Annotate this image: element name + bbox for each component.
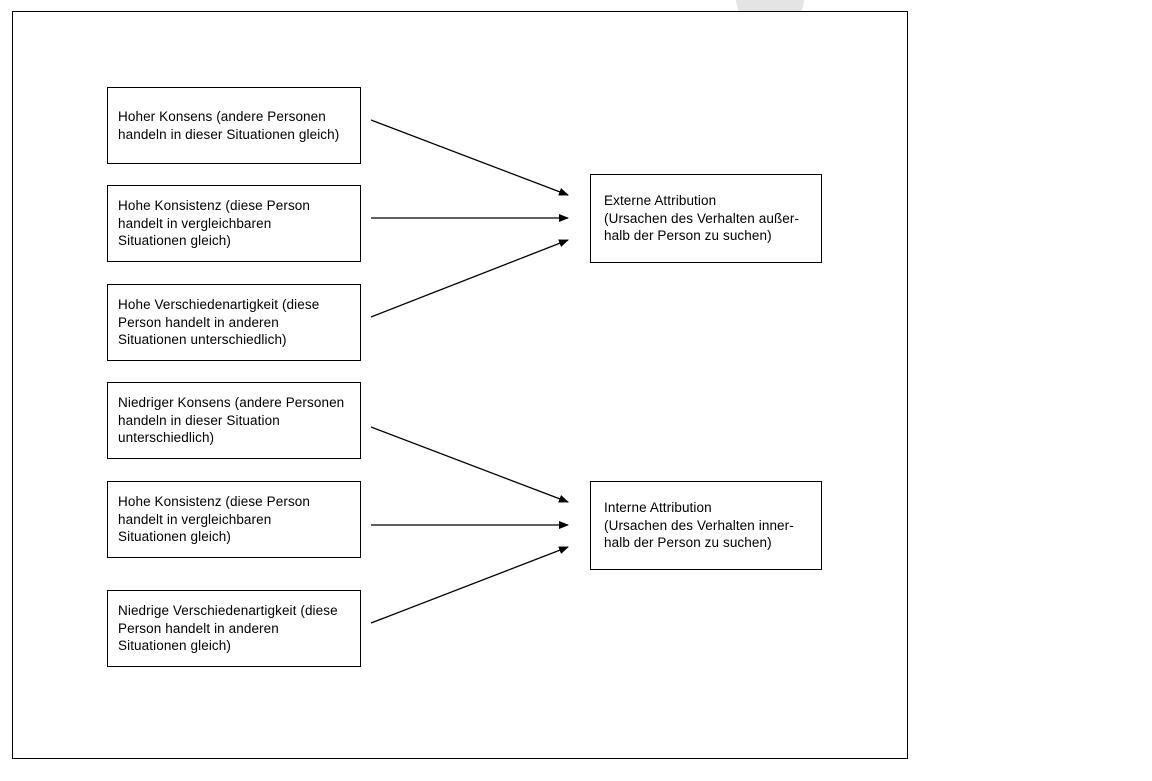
cause-text-low-distinctiveness: Niedrige Verschiedenartigkeit (diese Per… bbox=[118, 603, 338, 654]
cause-text-high-consistency-internal: Hohe Konsistenz (diese Person handelt in… bbox=[118, 494, 311, 545]
cause-box-high-consistency-external: Hohe Konsistenz (diese Person handelt in… bbox=[107, 185, 361, 262]
cause-box-high-consensus: Hohe​r Konsens (andere Personen handeln … bbox=[107, 87, 361, 164]
cause-box-low-distinctiveness: Niedrige Verschiedenartigkeit (diese Per… bbox=[107, 590, 361, 667]
cause-text-high-consistency-external: Hohe Konsistenz (diese Person handelt in… bbox=[118, 198, 311, 249]
cause-text-low-consensus: Niedriger Konsens (andere Personen hande… bbox=[118, 395, 345, 446]
result-text-external-attribution: Externe Attribution (Ursachen des Verhal… bbox=[604, 193, 800, 244]
cause-box-low-consensus: Niedriger Konsens (andere Personen hande… bbox=[107, 382, 361, 459]
result-box-internal-attribution: Interne Attribution (Ursachen des Verhal… bbox=[590, 481, 822, 570]
cause-box-high-consistency-internal: Hohe Konsistenz (diese Person handelt in… bbox=[107, 481, 361, 558]
cause-box-high-distinctiveness: Hohe Verschiedenartigkeit (diese Person … bbox=[107, 284, 361, 361]
result-text-internal-attribution: Interne Attribution (Ursachen des Verhal… bbox=[604, 500, 794, 551]
result-box-external-attribution: Externe Attribution (Ursachen des Verhal… bbox=[590, 174, 822, 263]
cause-text-high-consensus: Hohe​r Konsens (andere Personen handeln … bbox=[118, 109, 340, 142]
cause-text-high-distinctiveness: Hohe Verschiedenartigkeit (diese Person … bbox=[118, 297, 320, 348]
